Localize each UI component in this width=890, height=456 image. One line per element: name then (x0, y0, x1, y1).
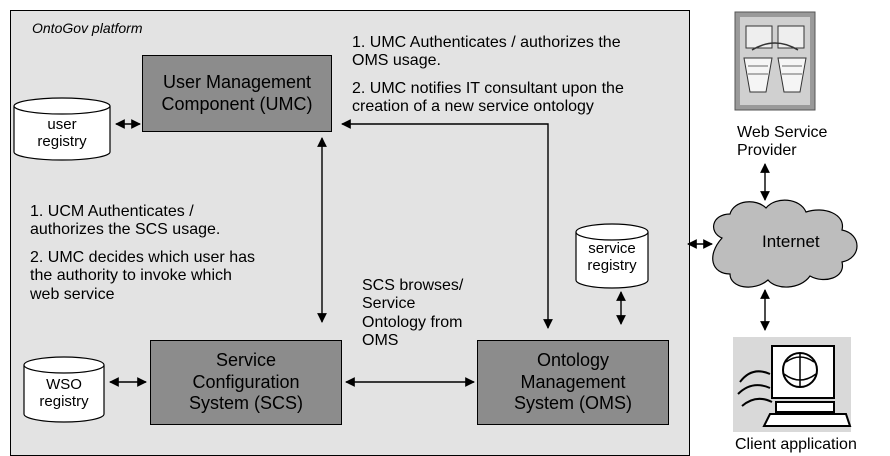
internet-label: Internet (762, 232, 820, 251)
client-application-label: Client application (735, 436, 857, 453)
user-registry-label: user registry (37, 116, 87, 151)
umc-component: User Management Component (UMC) (142, 55, 332, 132)
umc-scs-note-2: 2. UMC decides which user has the author… (30, 249, 255, 303)
service-registry-cylinder-icon (575, 223, 649, 289)
service-registry-label: service registry (587, 240, 637, 275)
platform-title: OntoGov platform (32, 20, 143, 36)
oms-component: Ontology Management System (OMS) (477, 340, 669, 425)
web-service-provider-label: Web Service Provider (737, 124, 828, 160)
user-registry-cylinder-icon (13, 97, 111, 161)
client-computer-icon (733, 337, 852, 432)
wso-registry-cylinder-icon (23, 356, 105, 423)
umc-scs-note-1: 1. UCM Authenticates / authorizes the SC… (30, 203, 221, 239)
web-service-provider-icon (734, 11, 816, 111)
umc-oms-note-1: 1. UMC Authenticates / authorizes the OM… (352, 34, 621, 70)
umc-oms-note-2: 2. UMC notifies IT consultant upon the c… (352, 80, 624, 116)
internet-cloud-icon (712, 199, 858, 288)
umc-oms-arrow-icon (341, 119, 553, 329)
wso-registry-label: WSO registry (39, 376, 89, 411)
scs-component: Service Configuration System (SCS) (150, 340, 342, 425)
